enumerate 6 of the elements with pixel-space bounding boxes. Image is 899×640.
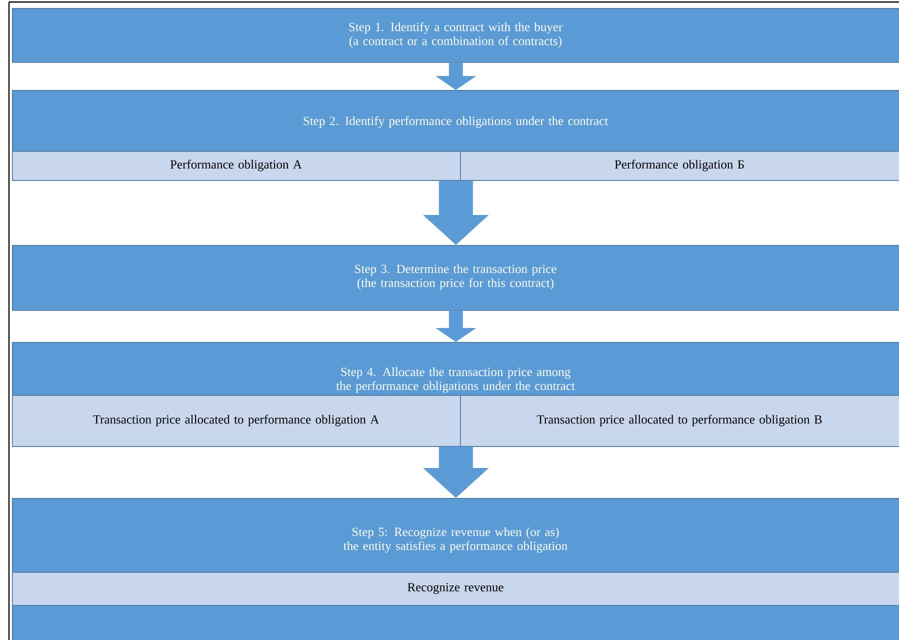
obligation-box: Performance obligation A [12, 151, 461, 181]
obligation-box: Performance obligation Б [460, 151, 899, 181]
step-box: Step 1. Identify a contract with the buyer (a contract or a combination of contracts) [12, 8, 899, 63]
obligation-box: Transaction price allocated to performance obligation A [12, 395, 461, 447]
obligation-box: Recognize revenue [12, 572, 899, 606]
obligation-box: Transaction price allocated to performance obligation B [460, 395, 899, 447]
